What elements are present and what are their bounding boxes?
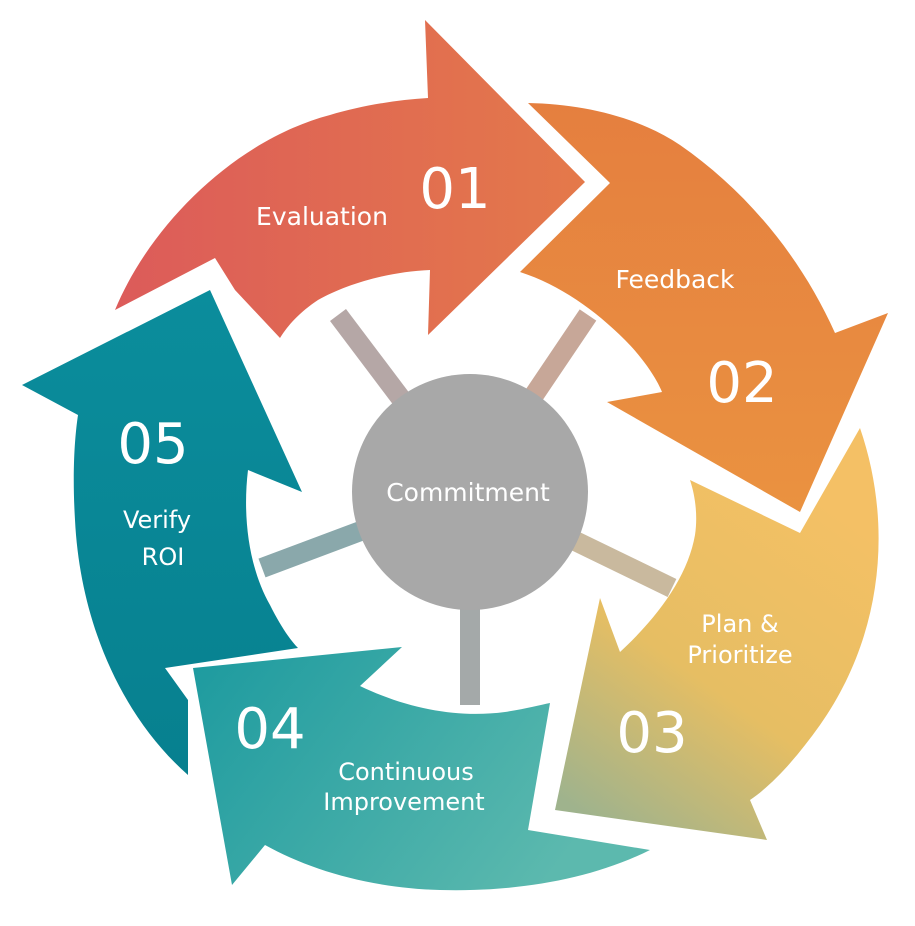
step-label-improvement-line-2: Improvement xyxy=(323,788,484,816)
arrow-plan-prioritize xyxy=(555,428,879,840)
step-continuous-improvement: 04 Continuous Improvement xyxy=(193,647,650,891)
center-circle xyxy=(352,374,588,610)
step-label-feedback: Feedback xyxy=(615,265,735,294)
step-evaluation: 01 Evaluation xyxy=(115,20,585,338)
arrow-feedback xyxy=(520,103,888,512)
step-number-plan-prioritize: 03 xyxy=(616,701,687,766)
step-number-continuous-improvement: 04 xyxy=(234,697,305,762)
step-plan-prioritize: 03 Plan & Prioritize xyxy=(555,428,879,840)
step-number-verify-roi: 05 xyxy=(117,412,188,477)
arrow-continuous-improvement xyxy=(193,647,650,891)
step-feedback: 02 Feedback xyxy=(520,103,888,512)
arrow-verify-roi xyxy=(22,290,302,775)
center-hub: Commitment xyxy=(352,374,588,610)
step-number-feedback: 02 xyxy=(706,351,777,416)
step-label-verify-line-1: Verify xyxy=(123,506,191,534)
arrow-evaluation xyxy=(115,20,585,338)
step-label-evaluation: Evaluation xyxy=(256,202,388,231)
step-label-improvement-line-1: Continuous xyxy=(338,758,474,786)
center-label: Commitment xyxy=(386,478,550,507)
step-label-verify-line-2: ROI xyxy=(142,543,185,571)
step-label-plan-line-1: Plan & xyxy=(701,610,778,638)
step-verify-roi: 05 Verify ROI xyxy=(22,290,302,775)
step-label-plan-line-2: Prioritize xyxy=(687,641,792,669)
step-number-evaluation: 01 xyxy=(419,157,490,222)
